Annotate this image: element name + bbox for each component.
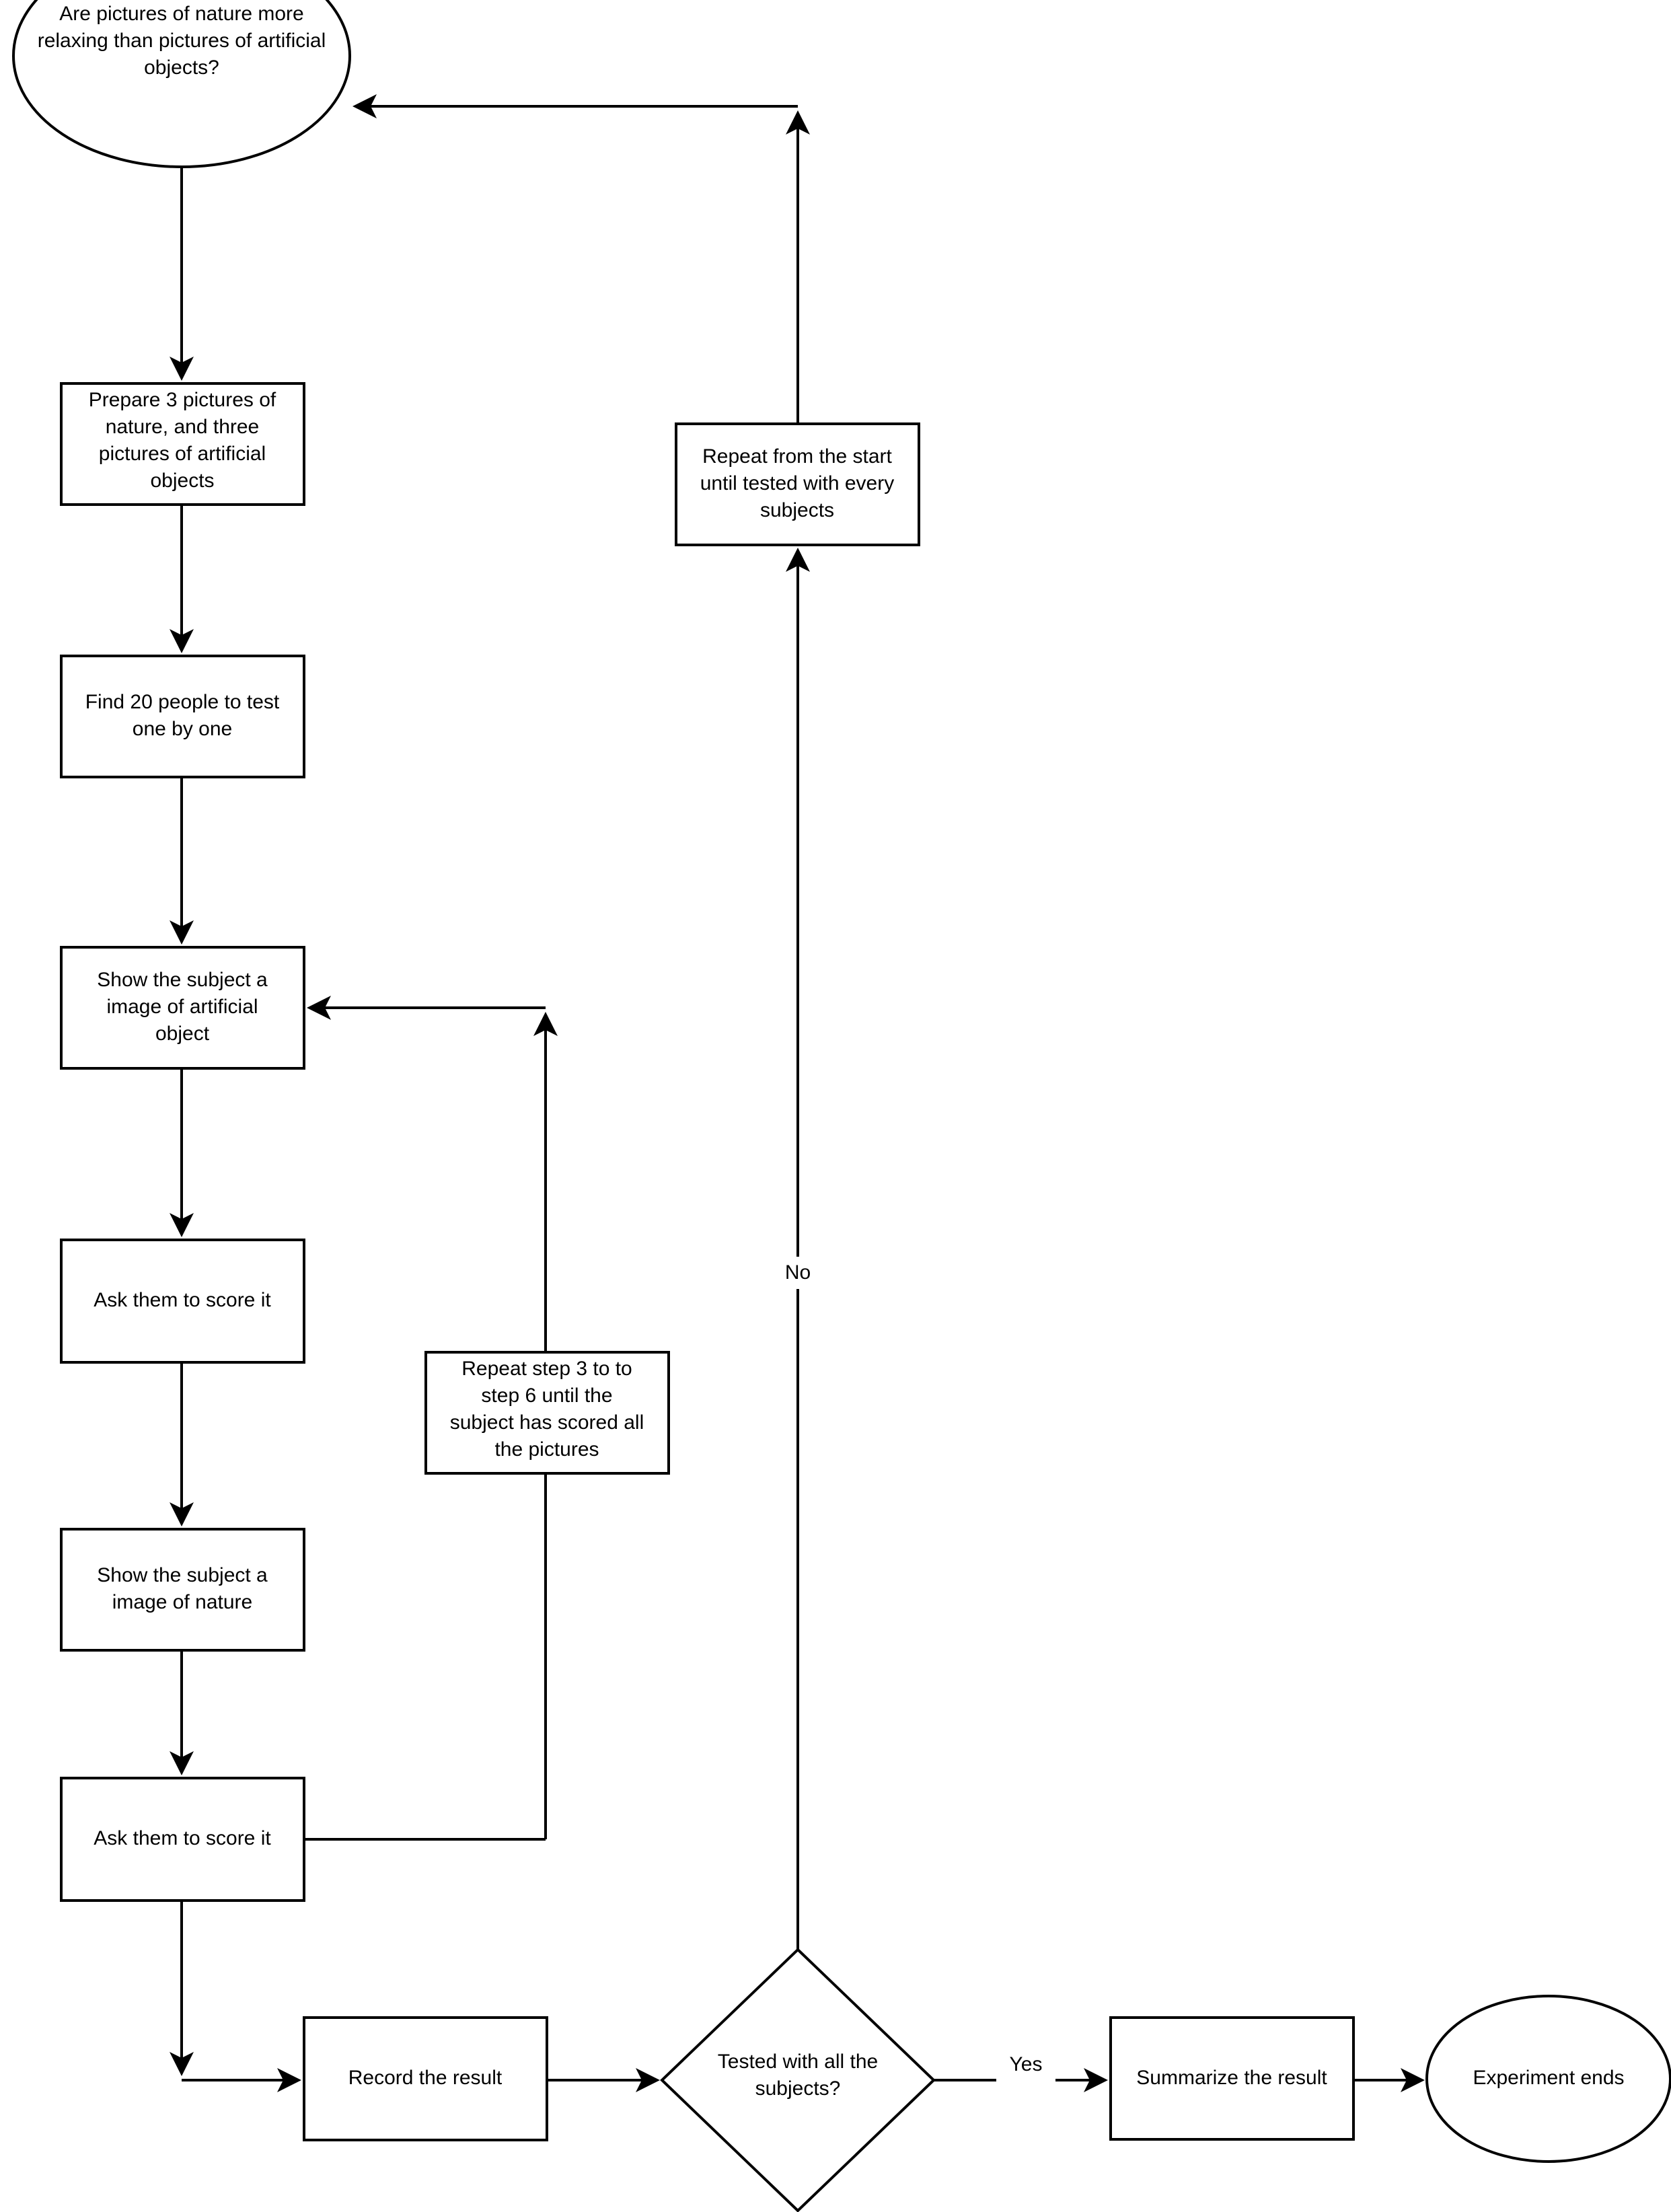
edge-label-yes-bg	[996, 2049, 1055, 2081]
edge-label-yes: Yes	[1010, 2053, 1043, 2075]
repeat-start-label-line-3: subjects	[760, 499, 834, 521]
show-artificial-label-line-2: image of artificial	[106, 996, 258, 1018]
prepare-label-line-3: pictures of artificial	[99, 443, 266, 465]
score-artificial-box-shape	[60, 1239, 305, 1364]
start-label-line-2: relaxing than pictures of artificial	[38, 30, 326, 52]
find-people-label-line-1: Find 20 people to test	[85, 691, 280, 713]
show-artificial-label-line-1: Show the subject a	[97, 969, 268, 991]
find-people-box-shape	[60, 655, 305, 778]
node-score-nature[interactable]: Ask them to score it	[60, 1777, 305, 1902]
node-decision[interactable]: Tested with all the subjects?	[660, 1948, 936, 2212]
show-artificial-label-line-3: object	[155, 1023, 210, 1045]
show-nature-label-line-1: Show the subject a	[97, 1564, 268, 1586]
start-ellipse-shape	[12, 0, 351, 168]
decision-diamond-shape	[660, 1948, 936, 2212]
find-people-label-line-2: one by one	[133, 718, 232, 740]
start-label-line-1: Are pictures of nature more	[59, 3, 304, 25]
edge-label-no: No	[785, 1261, 811, 1284]
repeat-steps-box-shape	[424, 1351, 670, 1475]
node-repeat-start[interactable]: Repeat from the start until tested with …	[675, 422, 920, 546]
node-find-people[interactable]: Find 20 people to test one by one	[60, 655, 305, 778]
show-nature-box-shape	[60, 1528, 305, 1652]
end-ellipse-shape	[1425, 1995, 1671, 2163]
score-nature-label-line-1: Ask them to score it	[94, 1827, 271, 1849]
summarize-box-shape	[1109, 2016, 1355, 2141]
repeat-steps-label-line-1: Repeat step 3 to to	[461, 1358, 632, 1380]
record-result-label-line-1: Record the result	[348, 2067, 503, 2089]
start-label-line-3: objects?	[144, 57, 219, 79]
prepare-label-line-1: Prepare 3 pictures of	[89, 389, 276, 411]
score-nature-box-shape	[60, 1777, 305, 1902]
prepare-box-shape	[60, 382, 305, 506]
repeat-steps-label-line-4: the pictures	[494, 1438, 599, 1461]
node-start[interactable]: Are pictures of nature more relaxing tha…	[12, 0, 351, 168]
node-score-artificial[interactable]: Ask them to score it	[60, 1239, 305, 1364]
node-repeat-steps[interactable]: Repeat step 3 to to step 6 until the sub…	[424, 1351, 670, 1475]
repeat-start-label-line-1: Repeat from the start	[702, 445, 892, 468]
node-prepare[interactable]: Prepare 3 pictures of nature, and three …	[60, 382, 305, 506]
decision-label-line-1: Tested with all the	[718, 2051, 878, 2073]
summarize-label-line-1: Summarize the result	[1136, 2067, 1327, 2089]
node-show-nature[interactable]: Show the subject a image of nature	[60, 1528, 305, 1652]
node-end[interactable]: Experiment ends	[1425, 1995, 1671, 2163]
edge-label-no-bg	[770, 1257, 825, 1289]
node-summarize[interactable]: Summarize the result	[1109, 2016, 1355, 2141]
end-label-line-1: Experiment ends	[1473, 2067, 1624, 2089]
node-show-artificial[interactable]: Show the subject a image of artificial o…	[60, 946, 305, 1070]
show-artificial-box-shape	[60, 946, 305, 1070]
repeat-steps-label-line-3: subject has scored all	[450, 1411, 644, 1434]
prepare-label-line-2: nature, and three	[106, 416, 260, 438]
node-record-result[interactable]: Record the result	[303, 2016, 548, 2141]
repeat-steps-label-line-2: step 6 until the	[481, 1385, 612, 1407]
prepare-label-line-4: objects	[150, 470, 214, 492]
repeat-start-label-line-2: until tested with every	[700, 472, 894, 494]
score-artificial-label-line-1: Ask them to score it	[94, 1289, 271, 1311]
show-nature-label-line-2: image of nature	[112, 1591, 252, 1613]
repeat-start-box-shape	[675, 422, 920, 546]
record-result-box-shape	[303, 2016, 548, 2141]
decision-label-line-2: subjects?	[755, 2077, 841, 2100]
